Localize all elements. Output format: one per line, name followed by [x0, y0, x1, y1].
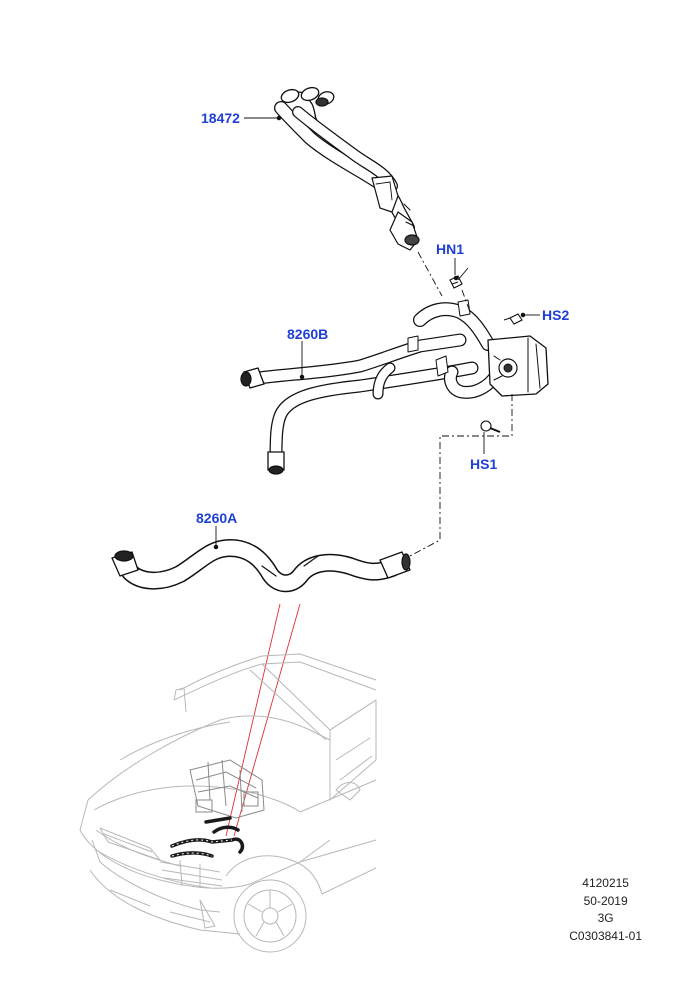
- location-indicator-lines: [225, 603, 301, 837]
- hose-8260b-drawing: [240, 299, 549, 475]
- engine-component-illustration: [189, 759, 265, 819]
- callout-hn1: HN1: [436, 241, 465, 257]
- reference-section: 3G: [597, 911, 614, 925]
- highlighted-hoses-in-vehicle: [170, 816, 245, 858]
- reference-block: 4120215 50-2019 3G C0303841-01: [569, 875, 642, 945]
- callout-18472: 18472: [201, 110, 240, 126]
- reference-date: 50-2019: [583, 893, 628, 908]
- leader-lines: [213, 115, 540, 550]
- screw-hs1-drawing: [480, 420, 501, 433]
- screw-hs2-drawing: [503, 313, 523, 325]
- callout-8260a: 8260A: [196, 510, 238, 526]
- callout-8260b: 8260B: [287, 326, 329, 342]
- connection-lines: [409, 251, 513, 557]
- hose-8260a-drawing: [111, 539, 411, 593]
- reference-code: C0303841-01: [569, 928, 642, 943]
- hose-18472-drawing: [274, 86, 420, 251]
- highlighted-hoses-detail: [171, 839, 233, 857]
- callout-hs1: HS1: [470, 456, 498, 472]
- callout-hs2: HS2: [542, 307, 570, 323]
- reference-number: 4120215: [582, 876, 629, 890]
- vehicle-illustration: [79, 653, 377, 953]
